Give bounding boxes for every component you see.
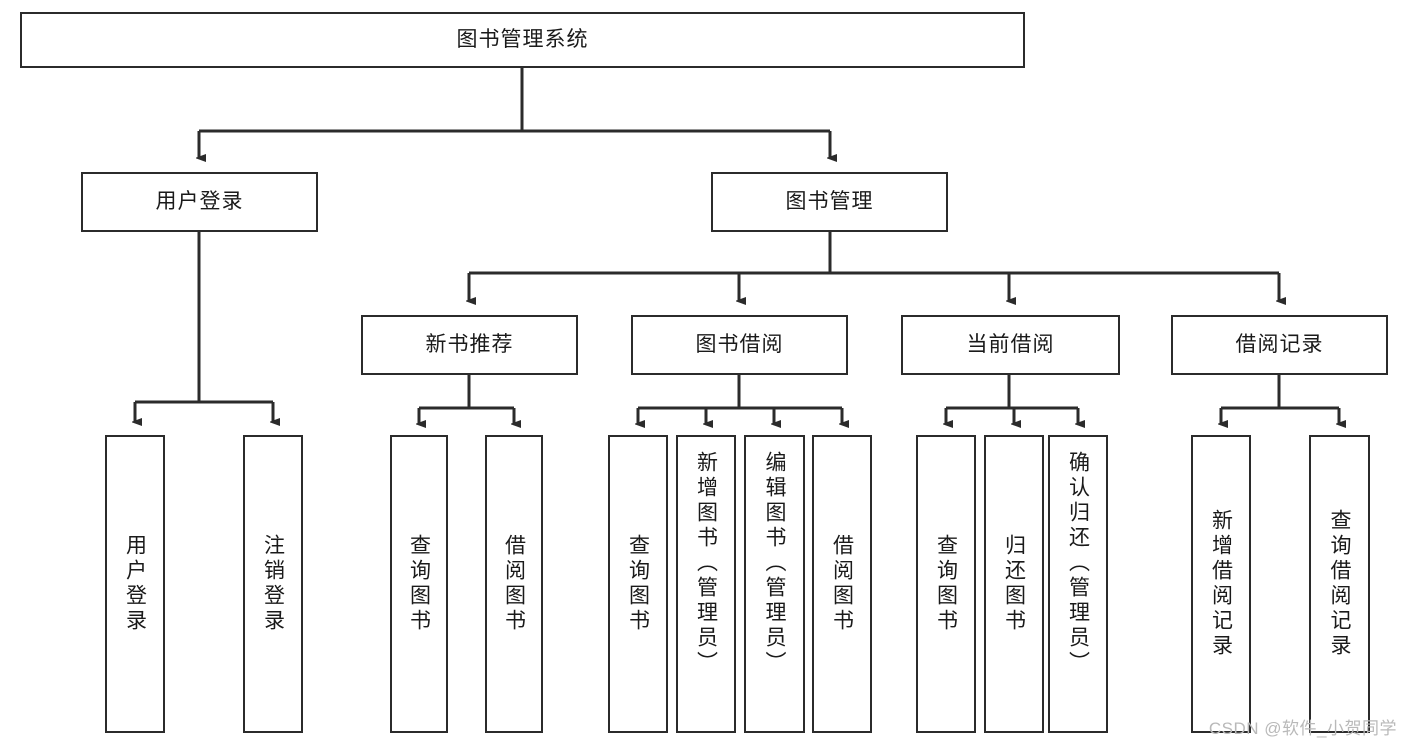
node-label: 图书借阅 bbox=[695, 333, 784, 357]
node-user-login[interactable]: 用户登录 bbox=[81, 172, 318, 232]
node-leaf-borrow-book-1[interactable]: 借阅图书 bbox=[485, 435, 543, 733]
node-leaf-return-book[interactable]: 归还图书 bbox=[984, 435, 1044, 733]
node-label: 查询图书 bbox=[407, 534, 431, 634]
node-leaf-query-record[interactable]: 查询借阅记录 bbox=[1309, 435, 1370, 733]
node-new-book-recommend[interactable]: 新书推荐 bbox=[361, 315, 578, 375]
node-leaf-edit-book[interactable]: 编辑图书（管理员） bbox=[744, 435, 805, 733]
node-label: 新书推荐 bbox=[425, 333, 514, 357]
node-current-borrow[interactable]: 当前借阅 bbox=[901, 315, 1120, 375]
node-root-system[interactable]: 图书管理系统 bbox=[20, 12, 1025, 68]
node-label: 注销登录 bbox=[261, 534, 285, 634]
node-leaf-logout[interactable]: 注销登录 bbox=[243, 435, 303, 733]
node-label: 当前借阅 bbox=[966, 333, 1055, 357]
node-label: 图书管理系统 bbox=[456, 28, 589, 52]
node-label: 查询借阅记录 bbox=[1328, 509, 1351, 659]
node-label: 图书管理 bbox=[785, 190, 874, 214]
node-book-borrow[interactable]: 图书借阅 bbox=[631, 315, 848, 375]
node-label: 查询图书 bbox=[934, 534, 958, 634]
node-label: 归还图书 bbox=[1002, 534, 1026, 634]
node-label: 借阅图书 bbox=[502, 534, 526, 634]
node-leaf-query-book-1[interactable]: 查询图书 bbox=[390, 435, 448, 733]
node-leaf-confirm-return[interactable]: 确认归还（管理员） bbox=[1048, 435, 1108, 733]
node-label: 借阅记录 bbox=[1235, 333, 1324, 357]
node-label: 确认归还（管理员） bbox=[1066, 451, 1090, 676]
node-label: 新增图书（管理员） bbox=[694, 451, 718, 676]
node-leaf-query-book-2[interactable]: 查询图书 bbox=[608, 435, 668, 733]
node-label: 编辑图书（管理员） bbox=[763, 451, 786, 676]
node-label: 用户登录 bbox=[123, 534, 147, 634]
node-leaf-borrow-book-2[interactable]: 借阅图书 bbox=[812, 435, 872, 733]
node-leaf-query-book-3[interactable]: 查询图书 bbox=[916, 435, 976, 733]
node-label: 新增借阅记录 bbox=[1209, 509, 1233, 659]
node-label: 借阅图书 bbox=[830, 534, 854, 634]
node-leaf-user-login[interactable]: 用户登录 bbox=[105, 435, 165, 733]
node-leaf-add-book[interactable]: 新增图书（管理员） bbox=[676, 435, 736, 733]
node-borrow-record[interactable]: 借阅记录 bbox=[1171, 315, 1388, 375]
node-book-manage[interactable]: 图书管理 bbox=[711, 172, 948, 232]
node-label: 查询图书 bbox=[626, 534, 650, 634]
node-leaf-add-record[interactable]: 新增借阅记录 bbox=[1191, 435, 1251, 733]
node-label: 用户登录 bbox=[155, 190, 244, 214]
